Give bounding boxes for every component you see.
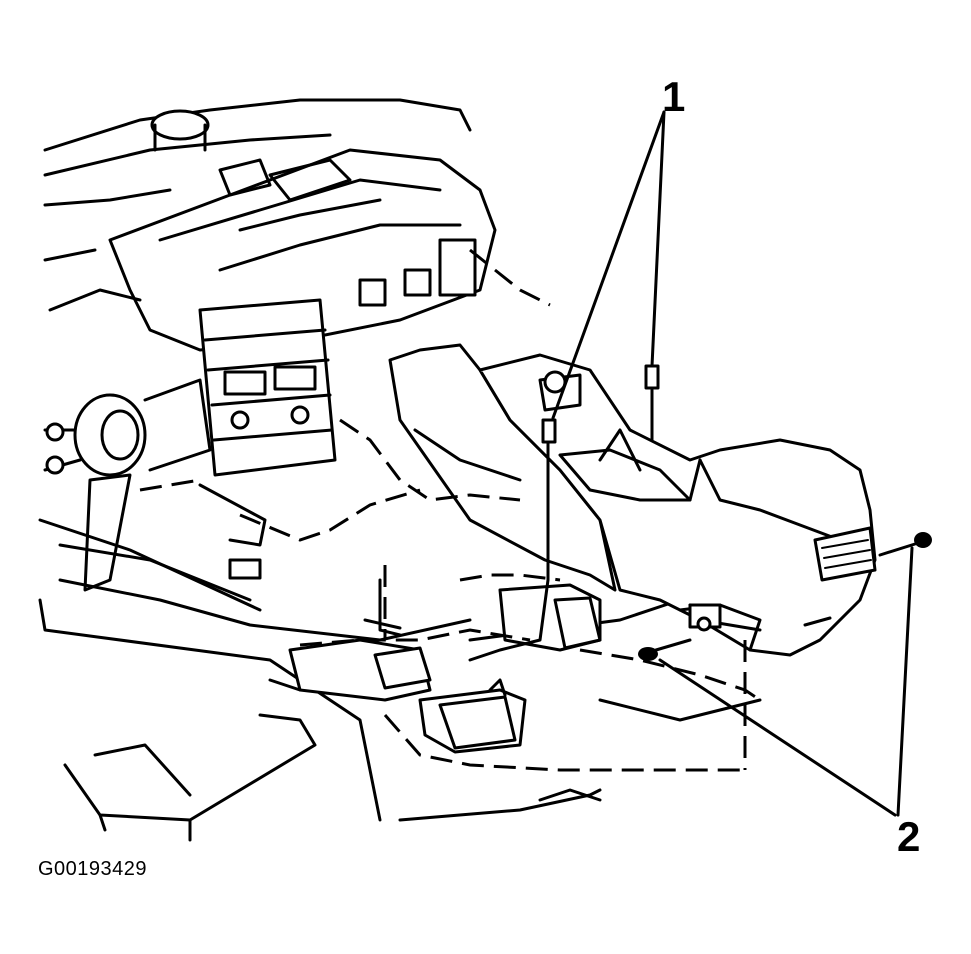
fastener-1-screw-b: [644, 364, 660, 442]
callout-number-1: 1: [662, 73, 686, 120]
fastener-2-bolt-b: [878, 532, 932, 557]
dashboard-hvac-assembly: [38, 98, 497, 612]
installation-path-lines: [139, 248, 761, 772]
fastener-2-bolt-a: [638, 638, 692, 661]
fastener-1-screw-a: [468, 418, 557, 662]
callout-2-leaders: [658, 546, 914, 817]
callout-1-leaders: [551, 110, 666, 420]
floor-pan: [38, 578, 762, 842]
callout-number-2: 2: [897, 813, 921, 860]
floor-console: [388, 343, 877, 657]
console-mounting-brackets: [268, 583, 762, 754]
figure-id-label: G00193429: [38, 858, 148, 880]
